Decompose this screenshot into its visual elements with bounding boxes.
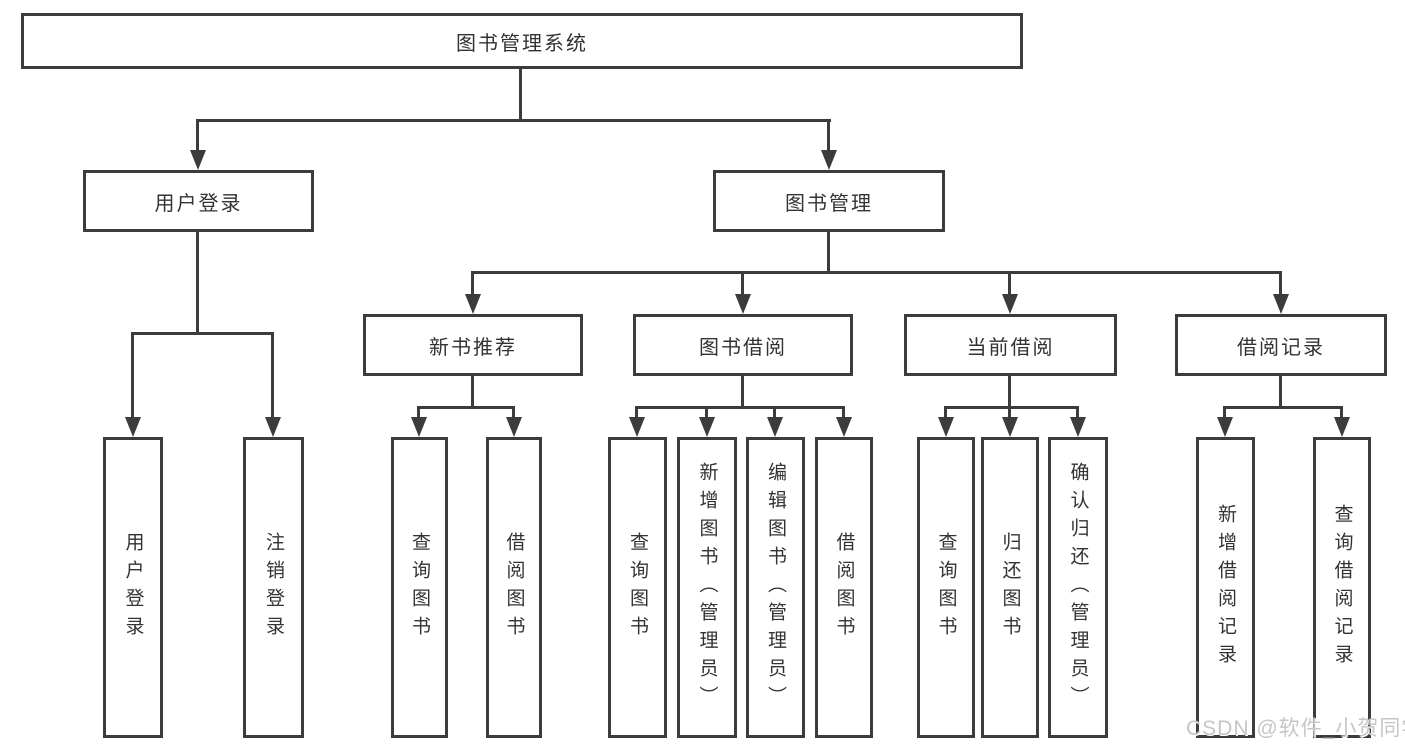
arrow-down-icon [465,294,481,314]
leaf-logout: 注销登录 [243,437,304,738]
arrow-down-icon [836,417,852,437]
arrow-down-icon [699,417,715,437]
connector-line [705,406,708,419]
connector-line [131,332,273,335]
arrow-down-icon [190,150,206,170]
arrow-down-icon [735,294,751,314]
leaf-label: 归还图书 [999,531,1021,644]
leaf-edit-book-admin: 编辑图书（管理员） [746,437,805,738]
connector-line [741,271,744,296]
connector-line [512,406,515,419]
connector-line [131,332,134,417]
arrow-down-icon [767,417,783,437]
connector-line [1008,376,1011,408]
leaf-return-book: 归还图书 [981,437,1039,738]
node-user-login: 用户登录 [83,170,314,232]
connector-line [842,406,845,419]
node-book-borrowing: 图书借阅 [633,314,853,376]
arrow-down-icon [506,417,522,437]
leaf-query-books-current: 查询图书 [917,437,975,738]
leaf-label: 查询图书 [409,531,430,644]
connector-line [1340,406,1343,419]
leaf-label: 借阅图书 [503,531,525,644]
arrow-down-icon [1217,417,1233,437]
arrow-down-icon [411,417,427,437]
connector-line [417,406,420,419]
connector-line [827,119,830,152]
connector-line [196,232,199,334]
connector-line [636,406,845,409]
connector-line [945,406,1079,409]
connector-line [1279,376,1282,408]
leaf-label: 注销登录 [263,531,284,644]
connector-line [773,406,776,419]
node-borrowing-records: 借阅记录 [1175,314,1387,376]
connector-line [1008,406,1011,419]
connector-line [519,69,522,120]
node-library-management-system: 图书管理系统 [21,13,1023,69]
leaf-user-login: 用户登录 [103,437,163,738]
leaf-label: 编辑图书（管理员） [765,461,786,714]
connector-line [1008,271,1011,296]
leaf-confirm-return-admin: 确认归还（管理员） [1048,437,1108,738]
leaf-add-book-admin: 新增图书（管理员） [677,437,737,738]
leaf-query-books-recommend: 查询图书 [391,437,448,738]
arrow-down-icon [1002,294,1018,314]
leaf-label: 新增图书（管理员） [696,461,718,714]
node-label: 用户登录 [154,192,243,215]
arrow-down-icon [125,417,141,437]
leaf-borrow-books-borrowing: 借阅图书 [815,437,873,738]
arrow-down-icon [1002,417,1018,437]
leaf-label: 查询图书 [935,531,957,644]
arrow-down-icon [629,417,645,437]
node-book-management: 图书管理 [713,170,945,232]
node-label: 当前借阅 [966,336,1055,359]
connector-line [471,271,1282,274]
node-label: 借阅记录 [1237,336,1325,359]
leaf-label: 查询图书 [627,531,648,644]
connector-line [827,232,830,273]
leaf-label: 借阅图书 [833,531,855,644]
connector-line [1224,406,1343,409]
node-label: 图书借阅 [699,336,787,359]
connector-line [635,406,638,419]
node-label: 图书管理系统 [456,32,588,55]
connector-line [1279,271,1282,296]
connector-line [197,119,831,122]
connector-line [1223,406,1226,419]
node-current-borrowing: 当前借阅 [904,314,1117,376]
connector-line [196,119,199,152]
arrow-down-icon [1273,294,1289,314]
arrow-down-icon [821,150,837,170]
csdn-watermark: CSDN @软件_小贺同学 [1186,717,1405,740]
arrow-down-icon [938,417,954,437]
leaf-label: 新增借阅记录 [1215,503,1236,672]
node-new-book-recommend: 新书推荐 [363,314,583,376]
connector-line [944,406,947,419]
connector-line [471,376,474,408]
node-label: 新书推荐 [429,336,517,359]
connector-line [471,271,474,296]
leaf-label: 确认归还（管理员） [1067,461,1089,714]
connector-line [1076,406,1079,419]
node-label: 图书管理 [785,192,873,215]
arrow-down-icon [1070,417,1086,437]
leaf-add-borrow-record: 新增借阅记录 [1196,437,1255,738]
leaf-query-borrow-record: 查询借阅记录 [1313,437,1371,738]
connector-line [418,406,515,409]
connector-line [741,376,744,408]
connector-line [271,332,274,417]
arrow-down-icon [265,417,281,437]
leaf-label: 用户登录 [122,531,144,644]
leaf-label: 查询借阅记录 [1331,503,1353,672]
leaf-borrow-books-recommend: 借阅图书 [486,437,542,738]
arrow-down-icon [1334,417,1350,437]
leaf-query-books-borrowing: 查询图书 [608,437,667,738]
